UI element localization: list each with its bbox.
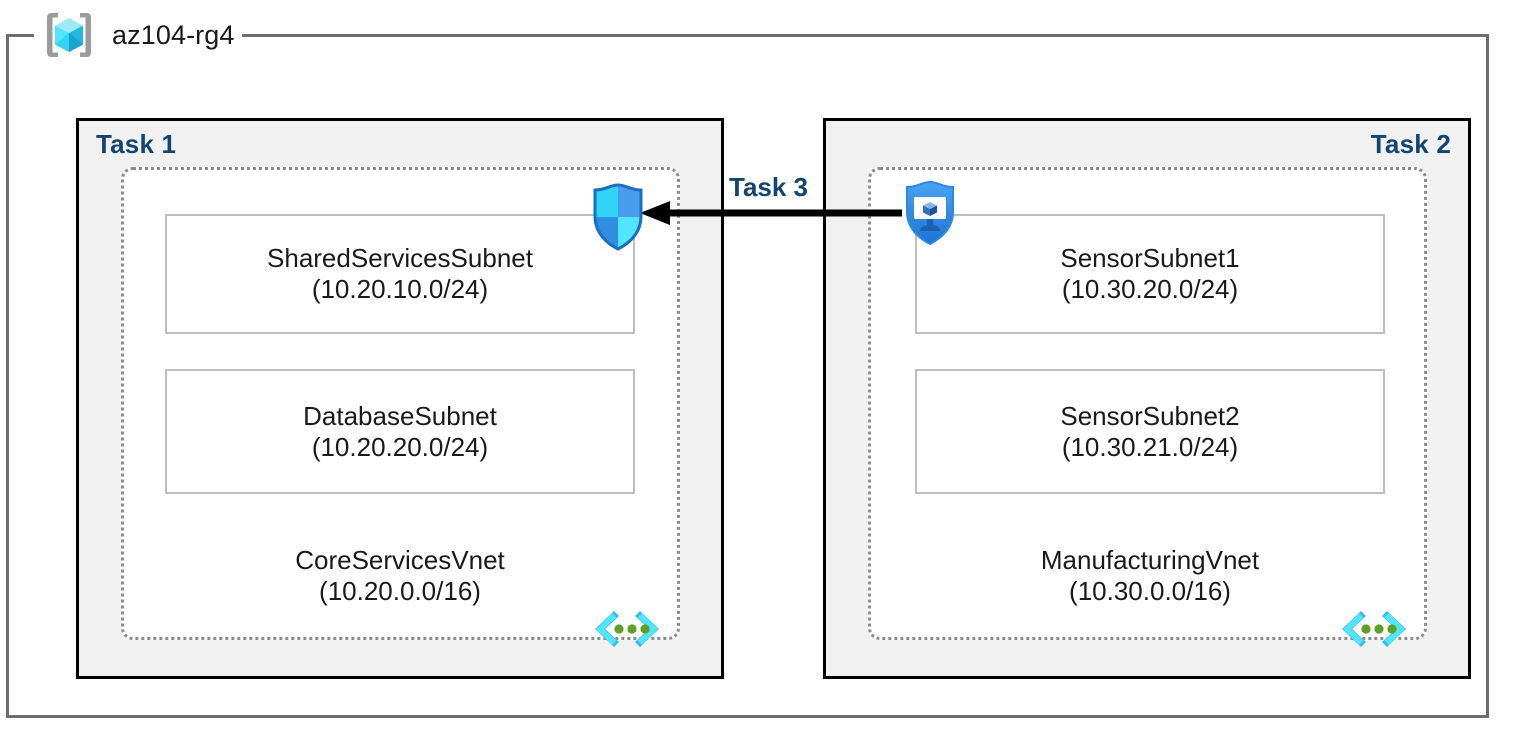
vnet-caption-manufacturingvnet: ManufacturingVnet (10.30.0.0/16) [915,545,1385,606]
subnet-cidr: (10.30.21.0/24) [1061,431,1239,462]
resource-group-header: az104-rg4 [40,6,234,64]
resource-group-name: az104-rg4 [112,19,235,50]
subnet-name: SensorSubnet1 [1060,243,1240,274]
subnet-sensorsubnet1: SensorSubnet1 (10.30.20.0/24) [915,214,1385,334]
vnet-icon [1339,607,1409,651]
resource-group-frame [6,34,1489,718]
subnet-cidr: (10.30.20.0/24) [1061,274,1239,304]
resource-group-cube-icon [40,6,98,64]
subnet-cidr: (10.20.10.0/24) [311,274,489,304]
subnet-cidr: (10.20.20.0/24) [311,431,489,462]
subnet-name: SensorSubnet2 [1060,400,1240,431]
peering-arrow [640,196,902,230]
subnet-name: SharedServicesSubnet [267,243,533,274]
vnet-name: CoreServicesVnet [295,545,505,575]
task1-label: Task 1 [96,129,177,159]
subnet-databasesubnet: DatabaseSubnet (10.20.20.0/24) [165,369,635,494]
vnet-caption-coreservicesvnet: CoreServicesVnet (10.20.0.0/16) [165,545,635,606]
vnet-icon [592,607,662,651]
subnet-name: DatabaseSubnet [303,400,497,431]
task3-label: Task 3 [725,172,813,203]
task2-label: Task 2 [1370,129,1451,159]
network-watcher-shield-monitor-icon [899,179,961,247]
vnet-cidr: (10.30.0.0/16) [1069,575,1231,606]
subnet-sensorsubnet2: SensorSubnet2 (10.30.21.0/24) [915,369,1385,494]
subnet-sharedservicessubnet: SharedServicesSubnet (10.20.10.0/24) [165,214,635,334]
vnet-name: ManufacturingVnet [1040,545,1260,575]
vnet-cidr: (10.20.0.0/16) [319,575,481,606]
firewall-shield-icon [586,182,650,252]
